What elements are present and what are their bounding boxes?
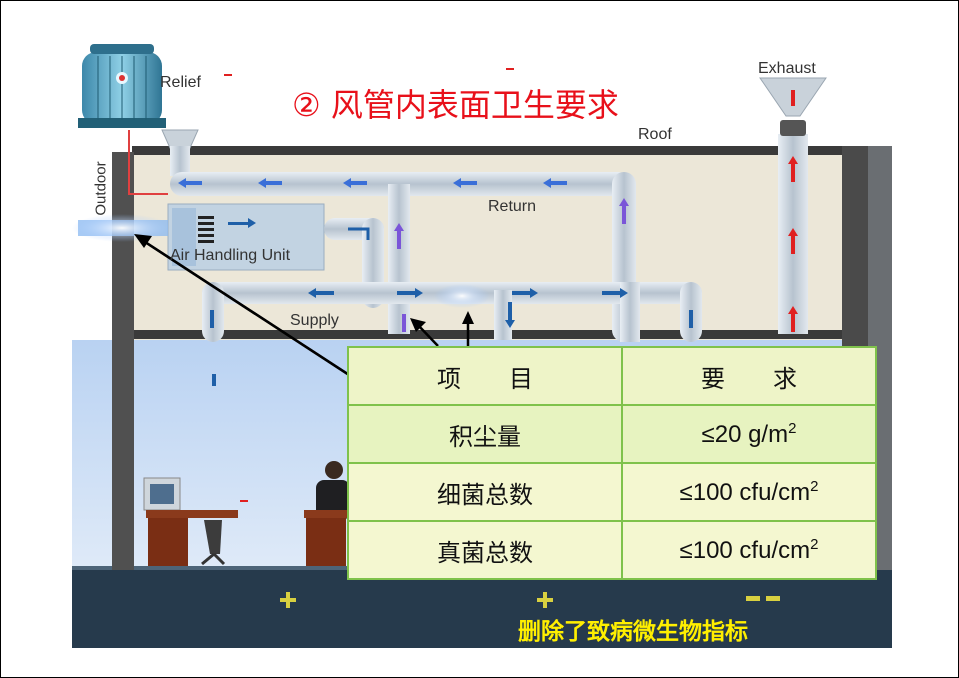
table-row: 真菌总数 ≤100 cfu/cm2: [347, 520, 877, 580]
slide-caption: 删除了致病微生物指标: [518, 619, 748, 645]
requirements-table: 项 目 要 求 积尘量 ≤20 g/m2 细菌总数 ≤100 cfu/cm2 真…: [347, 346, 877, 580]
label-roof: Roof: [638, 126, 672, 143]
row-item: 真菌总数: [347, 520, 623, 580]
label-return: Return: [488, 198, 537, 215]
label-outdoor: Outdoor: [92, 161, 110, 216]
row-item: 积尘量: [347, 404, 623, 464]
left-column: [112, 152, 134, 570]
slide-title: ② 风管内表面卫生要求: [292, 86, 619, 124]
label-relief: Relief: [160, 74, 201, 91]
cooling-tower: [78, 44, 166, 128]
row-requirement: ≤100 cfu/cm2: [621, 462, 877, 522]
return-arrows: [178, 178, 567, 188]
label-exhaust: Exhaust: [758, 60, 816, 77]
header-item: 项 目: [347, 346, 623, 406]
office-desk-left: [143, 477, 238, 566]
sky: [72, 34, 892, 154]
exhaust-arrows: [224, 68, 798, 502]
slide: Relief Exhaust Roof Outdoor Return Air H…: [72, 34, 892, 648]
table-row: 积尘量 ≤20 g/m2: [347, 404, 877, 464]
row-item: 细菌总数: [347, 462, 623, 522]
row-requirement: ≤20 g/m2: [621, 404, 877, 464]
row-requirement: ≤100 cfu/cm2: [621, 520, 877, 580]
table-header-row: 项 目 要 求: [347, 346, 877, 406]
roof-slab: [132, 146, 867, 155]
label-supply: Supply: [290, 312, 339, 329]
table-row: 细菌总数 ≤100 cfu/cm2: [347, 462, 877, 522]
office-worker: [304, 461, 350, 566]
header-requirement: 要 求: [621, 346, 877, 406]
label-air-handling-unit: Air Handling Unit: [170, 247, 291, 264]
floor-markers: [280, 592, 780, 608]
pointer-arrows: [141, 238, 470, 392]
supply-arrows: [210, 218, 693, 386]
